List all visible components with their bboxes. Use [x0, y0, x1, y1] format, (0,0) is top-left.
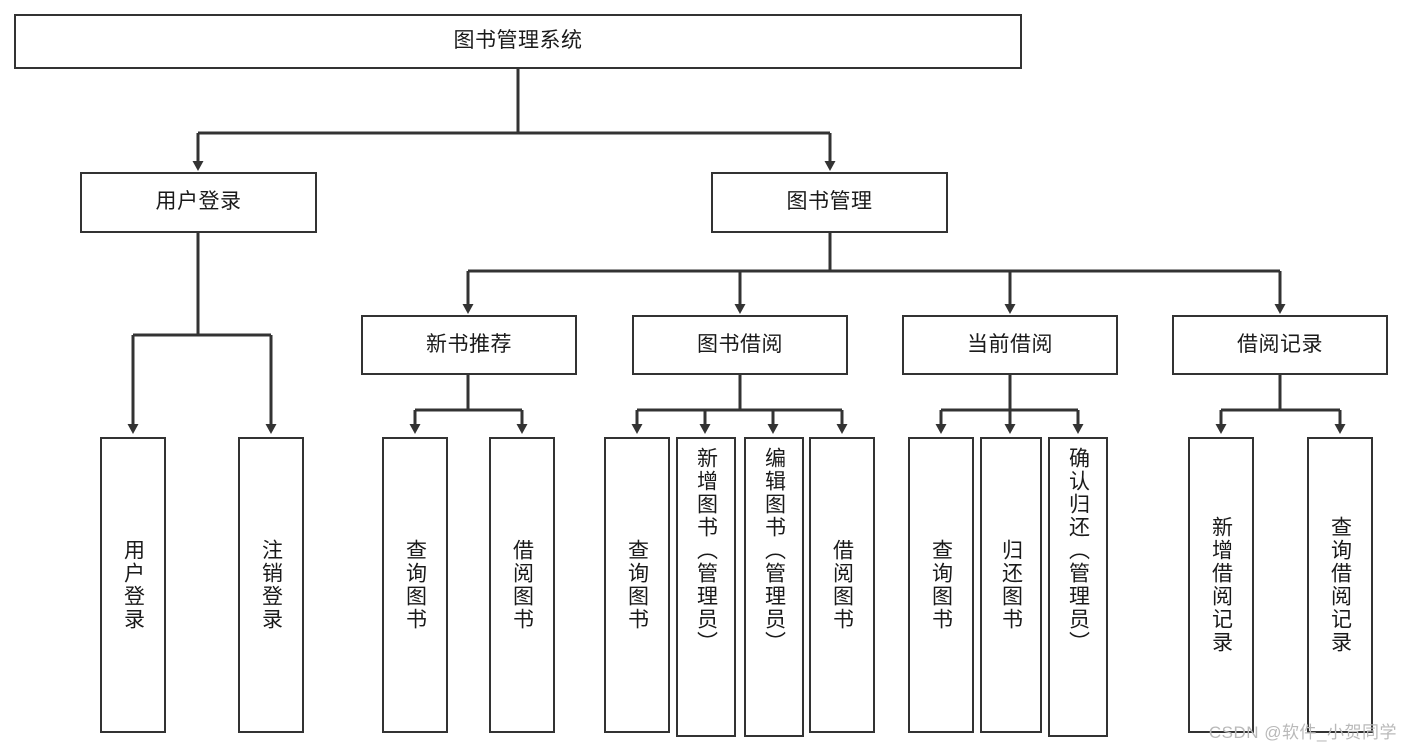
node-root-system[interactable]: 图书管理系统 [14, 14, 1022, 69]
node-leaf-borrow-book-borrow-label: 借阅图书 [830, 539, 854, 631]
node-leaf-return-book[interactable]: 归还图书 [980, 437, 1042, 733]
node-leaf-query-book-current[interactable]: 查询图书 [908, 437, 974, 733]
node-user-login[interactable]: 用户登录 [80, 172, 317, 233]
node-leaf-query-book-borrow-label: 查询图书 [625, 539, 649, 631]
node-new-book-recommend-label: 新书推荐 [426, 332, 512, 356]
node-leaf-query-borrow-record-label: 查询借阅记录 [1328, 516, 1352, 654]
node-leaf-edit-book-admin[interactable]: 编辑图书（管理员） [744, 437, 804, 737]
node-current-borrow[interactable]: 当前借阅 [902, 315, 1118, 375]
node-leaf-add-borrow-record-label: 新增借阅记录 [1209, 516, 1233, 654]
node-book-borrow[interactable]: 图书借阅 [632, 315, 848, 375]
node-user-login-label: 用户登录 [155, 190, 242, 214]
node-book-management[interactable]: 图书管理 [711, 172, 948, 233]
node-leaf-query-book-recommend-label: 查询图书 [403, 539, 427, 631]
node-leaf-edit-book-admin-label: 编辑图书（管理员） [762, 447, 786, 654]
node-book-borrow-label: 图书借阅 [697, 332, 783, 356]
csdn-watermark: CSDN @软件_小贺同学 [1208, 723, 1397, 742]
node-leaf-borrow-book-borrow[interactable]: 借阅图书 [809, 437, 875, 733]
node-leaf-logout[interactable]: 注销登录 [238, 437, 304, 733]
node-leaf-query-book-recommend[interactable]: 查询图书 [382, 437, 448, 733]
node-root-system-label: 图书管理系统 [453, 29, 583, 53]
node-new-book-recommend[interactable]: 新书推荐 [361, 315, 577, 375]
node-leaf-confirm-return-admin[interactable]: 确认归还（管理员） [1048, 437, 1108, 737]
node-leaf-logout-label: 注销登录 [259, 539, 283, 631]
node-leaf-query-borrow-record[interactable]: 查询借阅记录 [1307, 437, 1373, 733]
node-leaf-confirm-return-admin-label: 确认归还（管理员） [1066, 447, 1090, 654]
node-leaf-borrow-book-recommend-label: 借阅图书 [510, 539, 534, 631]
node-borrow-records[interactable]: 借阅记录 [1172, 315, 1388, 375]
node-leaf-add-book-admin[interactable]: 新增图书（管理员） [676, 437, 736, 737]
node-leaf-user-login[interactable]: 用户登录 [100, 437, 166, 733]
node-book-management-label: 图书管理 [786, 190, 873, 214]
node-leaf-query-book-current-label: 查询图书 [929, 539, 953, 631]
node-leaf-user-login-label: 用户登录 [121, 539, 145, 631]
node-leaf-add-borrow-record[interactable]: 新增借阅记录 [1188, 437, 1254, 733]
node-leaf-query-book-borrow[interactable]: 查询图书 [604, 437, 670, 733]
node-current-borrow-label: 当前借阅 [967, 332, 1053, 356]
node-leaf-borrow-book-recommend[interactable]: 借阅图书 [489, 437, 555, 733]
node-borrow-records-label: 借阅记录 [1237, 332, 1323, 356]
node-leaf-return-book-label: 归还图书 [999, 539, 1023, 631]
node-leaf-add-book-admin-label: 新增图书（管理员） [694, 447, 718, 654]
